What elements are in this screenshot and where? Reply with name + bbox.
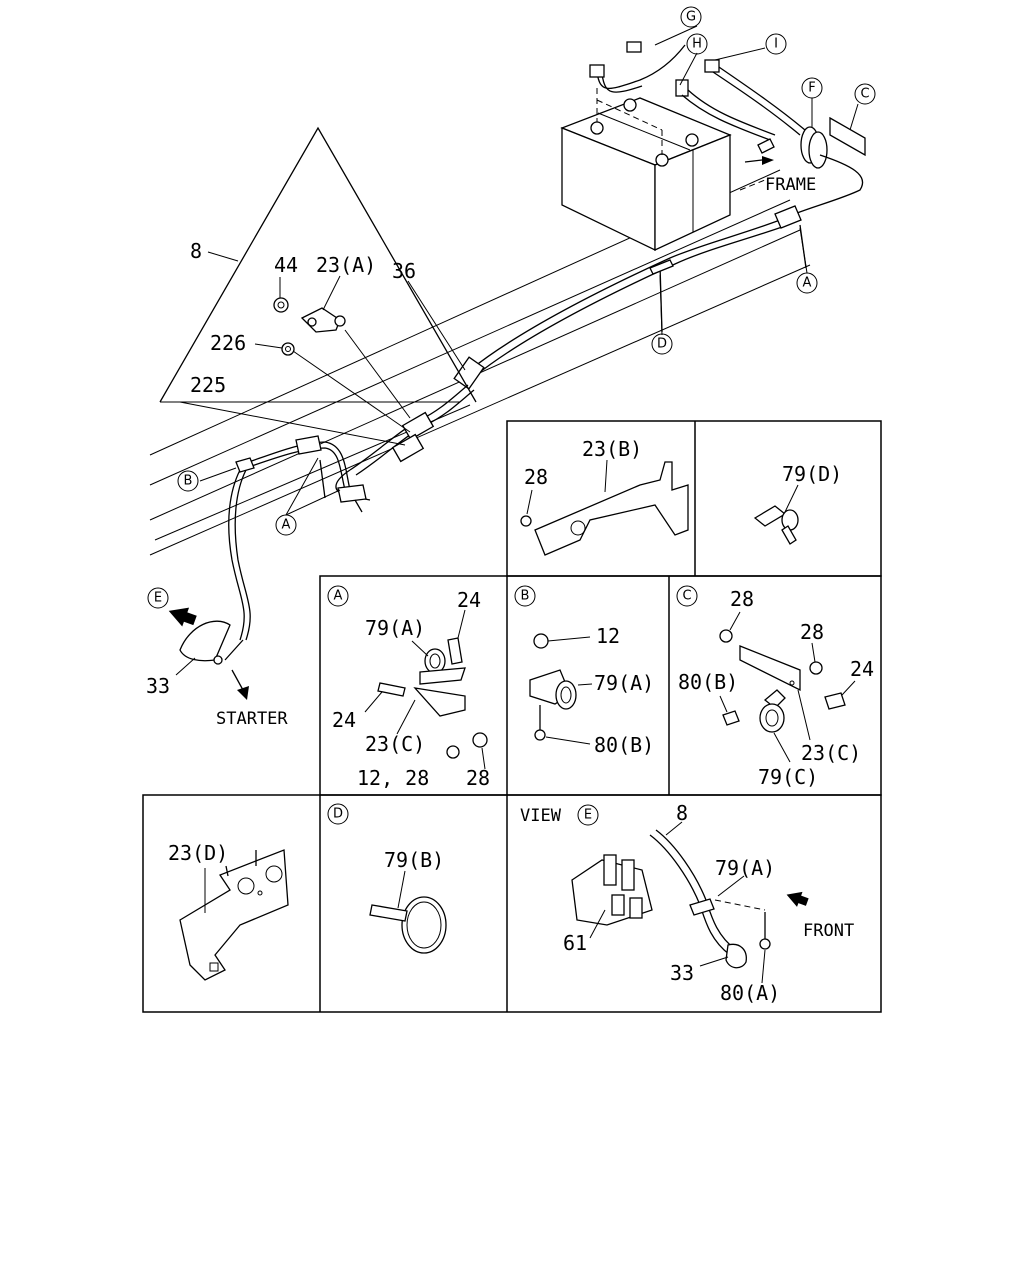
view-e-callout: E bbox=[577, 804, 599, 826]
callout-a-main-2: A bbox=[275, 514, 297, 536]
callout-a-main: A bbox=[796, 272, 818, 294]
inset-grid bbox=[142, 420, 882, 1013]
view-label: VIEW bbox=[520, 806, 562, 826]
label-12-inset-b: 12 bbox=[596, 624, 620, 648]
svg-text:A: A bbox=[282, 518, 291, 533]
svg-text:E: E bbox=[154, 591, 162, 606]
callout-e-main: E bbox=[147, 587, 169, 609]
svg-text:A: A bbox=[334, 589, 343, 604]
label-front: FRONT bbox=[803, 921, 854, 941]
label-frame: FRAME bbox=[765, 175, 816, 195]
label-79a-inset-a: 79(A) bbox=[365, 616, 425, 640]
battery bbox=[560, 88, 732, 252]
label-24-inset-c: 24 bbox=[850, 657, 874, 681]
label-80b-inset-c: 80(B) bbox=[678, 670, 738, 694]
svg-text:E: E bbox=[584, 808, 592, 823]
callout-i: I bbox=[765, 33, 787, 55]
callout-b-main: B bbox=[177, 470, 199, 492]
front-arrow bbox=[786, 891, 809, 907]
svg-text:D: D bbox=[333, 807, 343, 822]
label-33-main: 33 bbox=[146, 674, 170, 698]
label-28-23b: 28 bbox=[524, 465, 548, 489]
label-44: 44 bbox=[274, 253, 298, 277]
svg-text:C: C bbox=[682, 589, 691, 604]
header-b: B bbox=[514, 585, 536, 607]
svg-text:F: F bbox=[808, 81, 815, 96]
label-23c-inset-c: 23(C) bbox=[801, 741, 861, 765]
inset-b: B 12 79(A) 80(B) bbox=[514, 585, 654, 757]
svg-text:C: C bbox=[860, 87, 869, 102]
callout-h: H bbox=[686, 33, 708, 55]
label-79b: 79(B) bbox=[384, 848, 444, 872]
label-36: 36 bbox=[392, 259, 416, 283]
inset-d: D 79(B) bbox=[327, 803, 447, 954]
label-23b: 23(B) bbox=[582, 437, 642, 461]
label-28-inset-a: 28 bbox=[466, 766, 490, 790]
header-d: D bbox=[327, 803, 349, 825]
callout-g: G bbox=[680, 6, 702, 28]
inset-bracket-23d: 23(D) bbox=[168, 841, 289, 981]
header-a: A bbox=[327, 585, 349, 607]
label-8: 8 bbox=[190, 239, 202, 263]
triangle-hardware bbox=[179, 297, 411, 446]
label-226: 226 bbox=[210, 331, 246, 355]
svg-text:H: H bbox=[692, 37, 702, 52]
main-assembly-drawing: G H I F C A D B A E FRAME 8 44 23(A) 36 … bbox=[146, 6, 876, 729]
inset-bracket-23b: 28 23(B) bbox=[520, 437, 689, 556]
label-80a-view: 80(A) bbox=[720, 981, 780, 1005]
label-80b-inset-b: 80(B) bbox=[594, 733, 654, 757]
inset-a: A 79(A) 24 24 23(C) 12, 28 28 bbox=[327, 585, 490, 790]
inset-c: C 28 28 24 80(B) 23(C) 79(C) bbox=[676, 585, 874, 789]
label-33-view: 33 bbox=[670, 961, 694, 985]
inset-clip-79d: 79(D) bbox=[753, 462, 842, 545]
header-c: C bbox=[676, 585, 698, 607]
callout-f: F bbox=[801, 77, 823, 99]
svg-text:B: B bbox=[521, 589, 530, 604]
label-8-view: 8 bbox=[676, 801, 688, 825]
leader-lines bbox=[175, 25, 859, 676]
label-79a-view: 79(A) bbox=[715, 856, 775, 880]
direction-arrows bbox=[168, 156, 774, 700]
label-23a: 23(A) bbox=[316, 253, 376, 277]
svg-text:D: D bbox=[657, 337, 667, 352]
inset-view-e: VIEW E 8 79(A) FRONT 61 33 80(A) bbox=[520, 801, 854, 1005]
label-starter: STARTER bbox=[216, 709, 288, 729]
label-12-28-inset-a: 12, 28 bbox=[357, 766, 429, 790]
item-8-triangle bbox=[159, 126, 477, 403]
label-61: 61 bbox=[563, 931, 587, 955]
label-23c-inset-a: 23(C) bbox=[365, 732, 425, 756]
label-79a-inset-b: 79(A) bbox=[594, 671, 654, 695]
svg-text:G: G bbox=[686, 10, 696, 25]
label-28-inset-c-top: 28 bbox=[730, 587, 754, 611]
svg-text:I: I bbox=[774, 37, 778, 52]
callout-c: C bbox=[854, 83, 876, 105]
svg-text:B: B bbox=[184, 474, 193, 489]
svg-text:A: A bbox=[803, 276, 812, 291]
label-28-inset-c-right: 28 bbox=[800, 620, 824, 644]
label-79c-inset-c: 79(C) bbox=[758, 765, 818, 789]
label-24-inset-a-top: 24 bbox=[457, 588, 481, 612]
view-e-arrow bbox=[168, 607, 197, 627]
battery-cables bbox=[179, 41, 866, 665]
label-79d: 79(D) bbox=[782, 462, 842, 486]
label-225: 225 bbox=[190, 373, 226, 397]
callout-d-main: D bbox=[651, 333, 673, 355]
label-24-inset-a-left: 24 bbox=[332, 708, 356, 732]
label-23d: 23(D) bbox=[168, 841, 228, 865]
